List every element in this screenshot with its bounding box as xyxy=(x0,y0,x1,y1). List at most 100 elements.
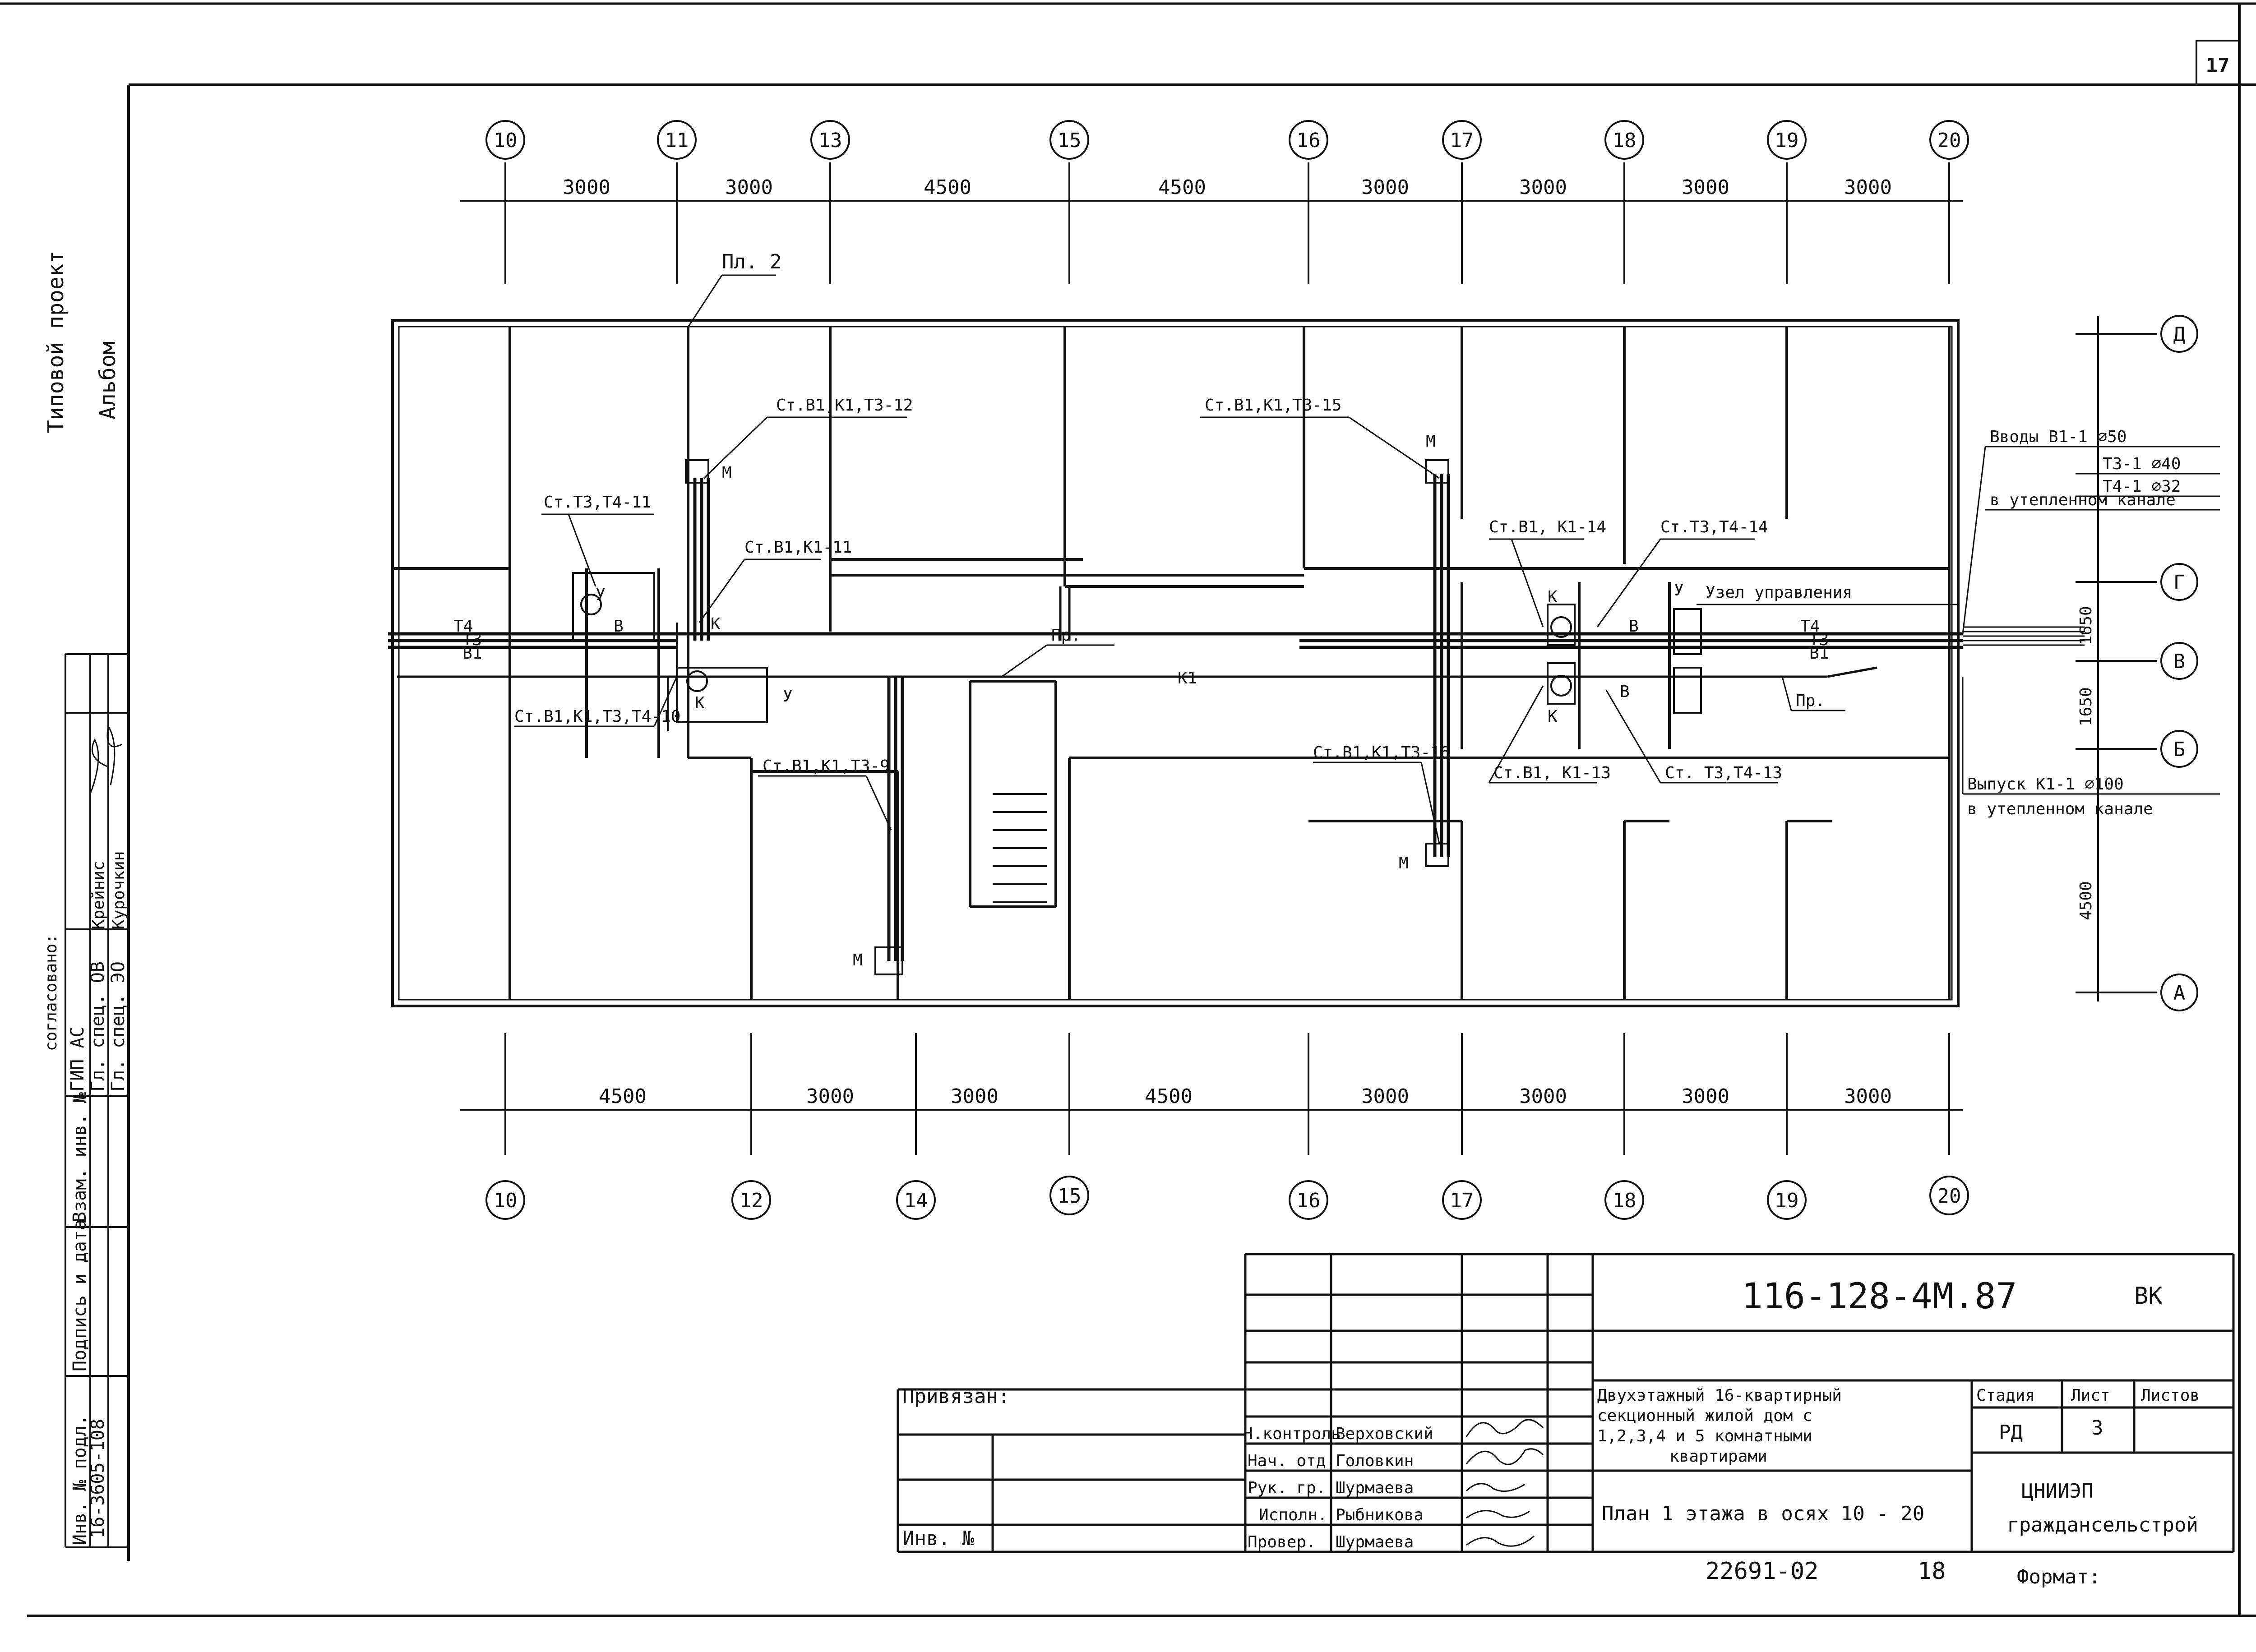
dim-bottom-2: 3000 xyxy=(806,1085,854,1108)
stamp-podpis-data: Подпись и дата xyxy=(69,1219,90,1371)
label-pipe-t4-right: Т4 xyxy=(1800,617,1820,636)
axis-bottom-12: 12 xyxy=(740,1189,763,1212)
label-st-13: Ст.В1, К1-13 xyxy=(1493,764,1611,782)
label-k-1: К xyxy=(711,615,721,633)
stamp-spec-ov: Гл. спец. ОВ xyxy=(88,961,108,1092)
axis-bottom-20: 20 xyxy=(1937,1185,1961,1208)
format-label: Формат: xyxy=(2017,1565,2100,1588)
dim-top-8: 3000 xyxy=(1844,176,1892,199)
output-line-2: в утепленном канале xyxy=(1967,800,2153,818)
label-st-12: Ст.В1,К1,Т3-12 xyxy=(776,396,913,415)
doc-code: 116-128-4М.87 xyxy=(1742,1276,2017,1317)
desc-line-4: квартирами xyxy=(1669,1447,1767,1466)
role-1: Н.контроль xyxy=(1243,1425,1341,1443)
label-st-t3t4-11: Ст.Т3,Т4-11 xyxy=(544,493,651,512)
sheet-label: Лист xyxy=(2071,1386,2110,1405)
leader-lines xyxy=(514,274,2220,844)
label-v-3: В xyxy=(1620,683,1630,701)
axis-top-16: 16 xyxy=(1297,129,1321,152)
dim-top-6: 3000 xyxy=(1519,176,1567,199)
dim-bottom-7: 3000 xyxy=(1682,1085,1729,1108)
axis-bottom-10: 10 xyxy=(494,1189,518,1212)
axis-top-17: 17 xyxy=(1450,129,1474,152)
sheet-frame xyxy=(0,2,2256,1617)
axis-top-13: 13 xyxy=(818,129,842,152)
label-pr-left: Пр. xyxy=(1051,626,1081,645)
axis-markers-top xyxy=(485,120,1969,160)
label-k-2: К xyxy=(695,694,705,712)
label-pipe-b1-right: В1 xyxy=(1809,644,1829,663)
label-st-t3t4-14: Ст.Т3,Т4-14 xyxy=(1660,518,1768,536)
input-line-4: в утепленном канале xyxy=(1990,491,2176,509)
label-u-2: У xyxy=(783,687,793,706)
axis-top-19: 19 xyxy=(1775,129,1799,152)
dim-top-7: 3000 xyxy=(1682,176,1729,199)
dimension-lines xyxy=(460,162,2157,1155)
stamp-spec-ov-name: Крейнис xyxy=(89,861,108,929)
title-block-signatures xyxy=(1465,1419,1544,1547)
label-v-2: В xyxy=(1629,617,1639,636)
axis-top-20: 20 xyxy=(1937,129,1961,152)
sheet-number: 17 xyxy=(2206,54,2230,77)
axis-right-d: Д xyxy=(2173,323,2186,346)
axis-bottom-15: 15 xyxy=(1058,1185,1082,1208)
label-m-2: М xyxy=(1426,432,1436,451)
axis-right-v: В xyxy=(2173,650,2186,673)
stamp-inv-value: 16-3605-108 xyxy=(88,1419,108,1538)
dim-bottom-6: 3000 xyxy=(1519,1085,1567,1108)
dim-top-1: 3000 xyxy=(563,176,610,199)
role-5: Провер. xyxy=(1248,1533,1316,1551)
dim-right-3: 4500 xyxy=(2077,881,2095,920)
dim-top-5: 3000 xyxy=(1361,176,1409,199)
label-m-1: М xyxy=(722,464,732,482)
axis-markers-bottom xyxy=(485,1176,1969,1220)
side-text-album: Альбом xyxy=(95,341,120,420)
label-pipe-t3-left: Т3 xyxy=(462,631,482,649)
dim-bottom-4: 4500 xyxy=(1145,1085,1193,1108)
inv-no-label: Инв. № xyxy=(902,1527,974,1550)
stage-value: РД xyxy=(1999,1421,2023,1444)
name-4: Рыбникова xyxy=(1336,1506,1424,1524)
privyazan-label: Привязан: xyxy=(902,1385,1010,1408)
dim-right-1: 1650 xyxy=(2077,606,2095,645)
org-line-2: граждансельстрой xyxy=(2007,1514,2198,1537)
label-pipe-b1-left: В1 xyxy=(462,644,482,663)
axis-top-10: 10 xyxy=(494,129,518,152)
doc-page: 18 xyxy=(1918,1558,1946,1585)
approval-stamp xyxy=(65,653,129,1548)
input-line-2: Т3-1 ⌀40 xyxy=(2103,455,2181,473)
label-pl2: Пл. 2 xyxy=(722,250,781,273)
title-block xyxy=(897,1253,2235,1553)
axis-right-g: Г xyxy=(2173,571,2186,594)
label-uzel: Узел управления xyxy=(1706,583,1852,602)
stamp-gip: ГИП АС xyxy=(67,1027,88,1092)
dim-top-4: 4500 xyxy=(1158,176,1206,199)
axis-bottom-18: 18 xyxy=(1613,1189,1637,1212)
axis-bottom-17: 17 xyxy=(1450,1189,1474,1212)
label-m-4: М xyxy=(1399,854,1409,872)
name-5: Шурмаева xyxy=(1336,1533,1414,1551)
label-st-11: Ст.В1,К1-11 xyxy=(744,538,852,557)
doc-number: 22691-02 xyxy=(1706,1558,1818,1585)
axis-markers-right xyxy=(2160,315,2198,1011)
stage-label: Стадия xyxy=(1976,1386,2035,1405)
role-3: Рук. гр. xyxy=(1248,1479,1326,1497)
label-st-10: Ст.В1,К1,Т3,Т4-10 xyxy=(514,707,680,726)
side-text-project: Типовой проект xyxy=(43,250,69,433)
desc-line-3: 1,2,3,4 и 5 комнатными xyxy=(1597,1427,1812,1445)
label-st-9: Ст.В1,К1,Т3-9 xyxy=(763,757,890,775)
doc-mark: ВК xyxy=(2134,1283,2163,1310)
axis-top-18: 18 xyxy=(1613,129,1637,152)
desc-line-1: Двухэтажный 16-квартирный xyxy=(1597,1386,1842,1405)
sheet-value: 3 xyxy=(2091,1417,2103,1440)
label-pipe-t3-right: Т3 xyxy=(1809,631,1829,649)
staircase xyxy=(993,793,1047,903)
label-m-3: М xyxy=(853,951,863,969)
dim-bottom-1: 4500 xyxy=(599,1085,647,1108)
role-4: Исполн. xyxy=(1259,1506,1327,1524)
label-v-1: В xyxy=(614,617,624,636)
label-k-3: К xyxy=(1548,588,1558,606)
org-line-1: ЦНИИЭП xyxy=(2022,1480,2094,1503)
axis-right-b: Б xyxy=(2173,738,2186,761)
name-2: Головкин xyxy=(1336,1452,1414,1470)
